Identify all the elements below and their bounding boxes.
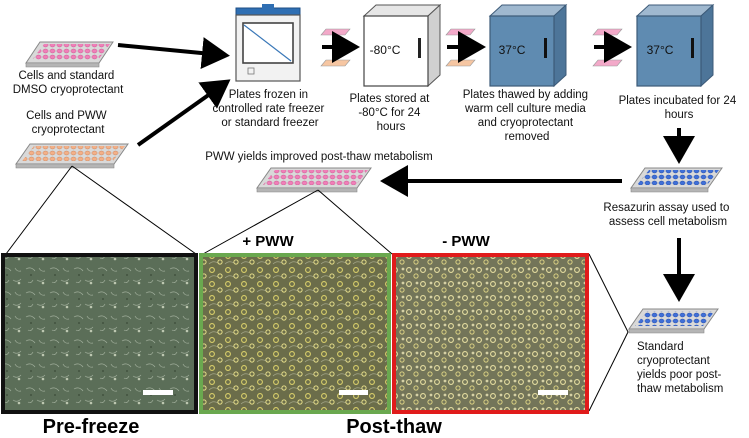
pww-result-label: PWW yields improved post-thaw metabolism [205,151,433,163]
scale-bar [339,390,368,395]
connector-line [588,253,629,333]
thaw-incubator-icon [488,3,568,88]
assay-label: Resazurin assay used to assess cell meta… [603,202,732,228]
incubator-icon [635,3,715,88]
minus-pww-label: - PWW [442,233,490,250]
connector-line [317,189,393,255]
pre-freeze-caption: Pre-freeze [43,416,140,438]
incubate-label: Plates incubated for 24 hours [619,95,740,121]
pre-freeze-micrograph [1,253,198,414]
arrow-dmso-to-freezer [117,37,230,70]
dmso-plate [25,41,114,68]
minus80-temperature: -80°C [370,43,401,57]
assay-plate [630,167,723,193]
incubator-temperature: 37°C [647,43,674,57]
arrow-pww-to-freezer [136,79,231,147]
minus-pww-border [392,253,589,414]
pre-freeze-border [1,253,198,414]
standard-result-label: Standard cryoprotectant yields poor post… [637,341,725,395]
pww-result-plate [256,167,372,193]
freezer-icon [235,4,301,82]
freezer-label: Plates frozen in controlled rate freezer… [212,89,327,129]
minus80-freezer-icon [362,3,442,88]
pww-plate [15,143,129,169]
minus-pww-micrograph [392,253,589,414]
plus-pww-border [199,253,391,414]
thaw-label: Plates thawed by adding warm cell cultur… [463,89,592,143]
standard-result-plate [628,308,719,334]
plus-pww-label: + PWW [242,233,294,250]
connector-line [71,165,197,255]
post-thaw-caption: Post-thaw [346,416,442,438]
connector-line [202,189,319,255]
connector-line [5,165,73,255]
connector-line [588,331,629,412]
stored-label: Plates stored at -80°C for 24 hours [349,93,432,133]
scale-bar [143,390,173,395]
plus-pww-micrograph [199,253,391,414]
thaw-temperature: 37°C [499,43,526,57]
dmso-plate-label: Cells and standard DMSO cryoprotectant [13,70,124,96]
scale-bar [538,390,568,395]
pww-plate-label: Cells and PWW cryoprotectant [26,110,110,136]
